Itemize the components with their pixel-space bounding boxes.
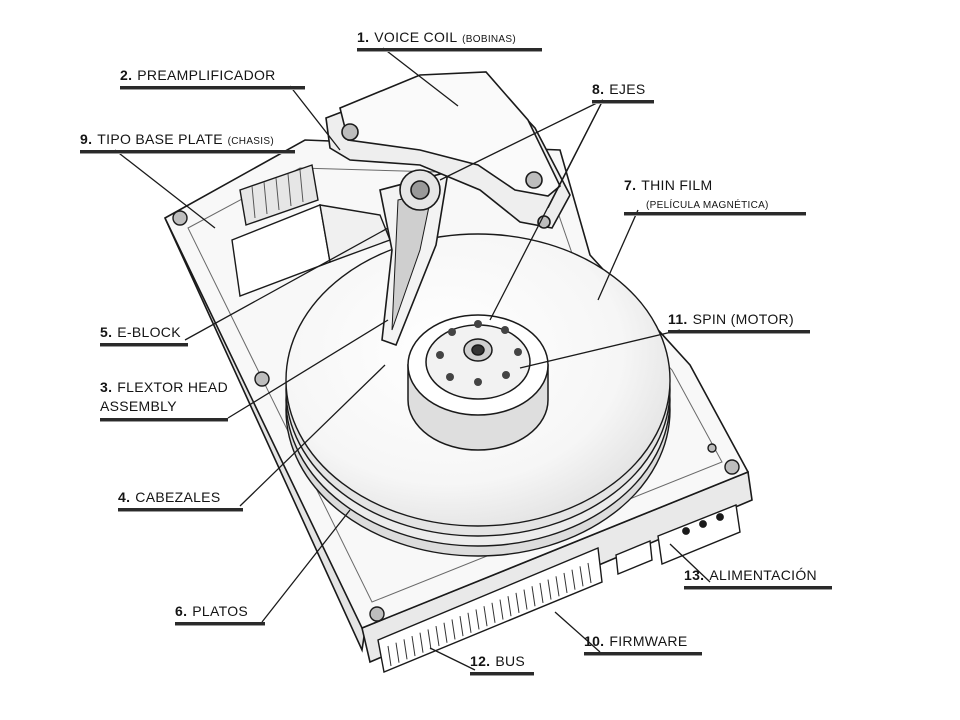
- label-underline: [80, 150, 295, 154]
- bus-pin: [547, 579, 552, 600]
- label-number: 7.: [624, 177, 637, 193]
- label-number: 8.: [592, 81, 605, 97]
- screw: [369, 606, 385, 622]
- bus-pin: [571, 569, 576, 590]
- bus-pin: [507, 596, 512, 617]
- label-number: 13.: [684, 567, 705, 583]
- voice-coil-magnet: [325, 71, 571, 229]
- label-flextor-head: 3.FLEXTOR HEAD ASSEMBLY: [100, 380, 228, 413]
- label-firmware: 10.FIRMWARE: [584, 634, 687, 650]
- label-underline: [100, 343, 188, 347]
- label-tipo-base-plate: 9.TIPO BASE PLATE (CHASIS): [80, 132, 274, 148]
- label-subtext: (PELÍCULA MAGNÉTICA): [646, 200, 769, 211]
- label-text: TIPO BASE PLATE: [97, 131, 223, 147]
- label-platos: 6.PLATOS: [175, 604, 248, 620]
- bus-pin: [419, 632, 424, 653]
- screw: [172, 210, 188, 226]
- bus-pin: [475, 609, 480, 630]
- label-text: FLEXTOR HEAD: [117, 379, 228, 395]
- label-voice-coil: 1.VOICE COIL (BOBINAS): [357, 30, 516, 46]
- label-text-line2: ASSEMBLY: [100, 398, 177, 414]
- bus-pin: [451, 619, 456, 640]
- label-underline: [668, 330, 810, 334]
- label-e-block: 5.E-BLOCK: [100, 325, 181, 341]
- label-number: 3.: [100, 379, 113, 395]
- jumper-block: [615, 539, 653, 576]
- label-underline: [120, 86, 305, 90]
- bus-pin: [499, 599, 504, 620]
- bus-pin: [395, 642, 400, 663]
- label-text: FIRMWARE: [609, 633, 688, 649]
- bus-connector: [377, 546, 603, 673]
- bus-pin: [443, 622, 448, 643]
- label-number: 9.: [80, 131, 93, 147]
- label-thin-film-sub: (PELÍCULA MAGNÉTICA): [646, 196, 769, 212]
- label-number: 5.: [100, 324, 113, 340]
- label-number: 2.: [120, 67, 133, 83]
- bus-pin: [515, 592, 520, 613]
- label-underline: [624, 212, 806, 216]
- label-text: THIN FILM: [641, 177, 713, 193]
- label-text: ALIMENTACIÓN: [709, 567, 817, 583]
- connectors: [377, 504, 741, 673]
- label-number: 4.: [118, 489, 131, 505]
- preamplifier-board: [231, 164, 391, 297]
- bus-pin: [587, 562, 592, 584]
- bus-pin: [531, 586, 536, 607]
- label-number: 10.: [584, 633, 605, 649]
- bus-pin: [435, 626, 440, 647]
- label-subtext: (CHASIS): [227, 136, 274, 147]
- bus-pin: [427, 629, 432, 650]
- bus-pin: [387, 645, 392, 667]
- label-text: EJES: [609, 81, 646, 97]
- label-cabezales: 4.CABEZALES: [118, 490, 220, 506]
- bus-pin: [523, 589, 528, 610]
- label-underline: [584, 652, 702, 656]
- label-ejes: 8.EJES: [592, 82, 646, 98]
- screw: [724, 459, 740, 475]
- screw: [254, 371, 270, 387]
- bus-pin: [411, 635, 416, 657]
- bus-pin: [483, 606, 488, 627]
- bus-pin: [467, 612, 472, 633]
- bus-pin: [403, 639, 408, 660]
- bus-pin: [491, 602, 496, 623]
- leader-lines: [114, 47, 711, 671]
- label-subtext: (BOBINAS): [462, 34, 516, 45]
- label-number: 6.: [175, 603, 188, 619]
- bus-pin: [459, 616, 464, 637]
- label-text: PREAMPLIFICADOR: [137, 67, 276, 83]
- label-text: SPIN (MOTOR): [692, 311, 794, 327]
- bus-pin: [563, 572, 568, 594]
- actuator-arm: [379, 169, 449, 347]
- label-text: E-BLOCK: [117, 324, 181, 340]
- label-bus: 12.BUS: [470, 654, 525, 670]
- bus-pin: [555, 576, 560, 597]
- label-text: CABEZALES: [135, 489, 221, 505]
- label-underline: [592, 100, 654, 104]
- label-underline: [175, 622, 265, 626]
- bus-pin: [579, 566, 584, 587]
- label-text: PLATOS: [192, 603, 249, 619]
- label-underline: [684, 586, 832, 590]
- label-preamplificador: 2.PREAMPLIFICADOR: [120, 68, 276, 84]
- label-underline: [118, 508, 243, 512]
- label-underline: [357, 48, 542, 52]
- bus-pin: [539, 582, 544, 603]
- label-number: 12.: [470, 653, 491, 669]
- label-spin-motor: 11.SPIN (MOTOR): [668, 312, 794, 328]
- label-alimentacion: 13.ALIMENTACIÓN: [684, 568, 817, 584]
- label-underline: [470, 672, 534, 676]
- spindle-motor: [407, 314, 549, 451]
- label-thin-film: 7.THIN FILM: [624, 178, 712, 194]
- screw: [707, 443, 717, 453]
- label-number: 11.: [668, 311, 688, 327]
- label-text: VOICE COIL: [374, 29, 458, 45]
- label-number: 1.: [357, 29, 370, 45]
- label-underline: [100, 418, 228, 422]
- label-text: BUS: [495, 653, 526, 669]
- screws: [172, 210, 740, 622]
